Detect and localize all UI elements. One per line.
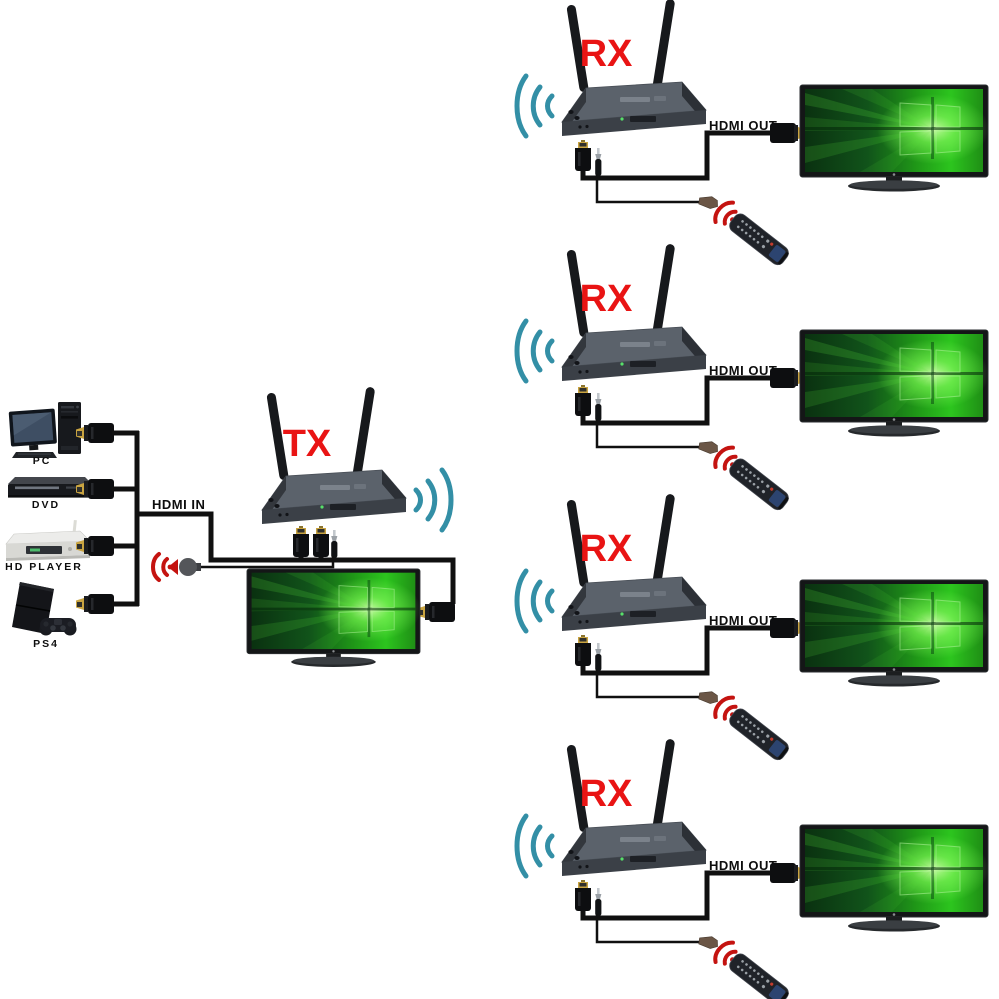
audio-jack-icon xyxy=(595,393,602,421)
desktop-pc-icon xyxy=(8,402,82,458)
ir-receiver-icon xyxy=(698,194,720,210)
audio-jack-icon xyxy=(595,643,602,671)
rx-label: RX xyxy=(580,773,633,815)
source-label-pc: PC xyxy=(33,455,52,467)
wifi-waves-icon xyxy=(517,571,552,631)
wifi-waves-icon xyxy=(517,321,552,381)
hdmi-plug-icon xyxy=(313,526,329,557)
hdmi-input-bus-cable xyxy=(112,430,140,607)
tv-icon xyxy=(799,329,990,437)
hdmi-out-cable xyxy=(580,130,775,181)
rx-label: RX xyxy=(580,528,633,570)
ir-extender-cable xyxy=(595,419,702,449)
hdmi-out-cable xyxy=(580,625,775,676)
hdmi-out-label: HDMI OUT xyxy=(709,118,777,133)
ir-extender-cable xyxy=(595,174,702,204)
ir-extender-cable xyxy=(595,914,702,944)
wifi-waves-icon xyxy=(416,470,451,530)
rx-label: RX xyxy=(580,33,633,75)
source-label-hd-player: HD PLAYER xyxy=(5,561,83,573)
ir-blaster-stem xyxy=(194,563,201,571)
transmitter-section: HDMI IN TX xyxy=(137,386,456,668)
hdmi-plug-icon xyxy=(417,602,455,622)
hdmi-plug-icon xyxy=(76,423,114,443)
tv-icon xyxy=(799,84,990,192)
ir-receiver-icon xyxy=(698,439,720,455)
hdmi-plug-icon xyxy=(575,385,591,416)
remote-control-icon xyxy=(726,705,792,764)
hdmi-out-label: HDMI OUT xyxy=(709,363,777,378)
hdmi-plug-icon xyxy=(76,594,114,614)
hdmi-in-label: HDMI IN xyxy=(152,497,205,512)
receiver-unit: RX HDMI OUT xyxy=(517,493,990,764)
audio-jack-icon xyxy=(595,148,602,176)
hdmi-plug-icon xyxy=(575,880,591,911)
remote-control-icon xyxy=(726,210,792,269)
wifi-waves-icon xyxy=(517,76,552,136)
tx-label: TX xyxy=(283,423,332,465)
ps4-console-icon xyxy=(11,581,78,637)
remote-control-icon xyxy=(726,950,792,999)
hdmi-out-label: HDMI OUT xyxy=(709,858,777,873)
hdmi-plug-icon xyxy=(293,526,309,557)
hd-player-icon xyxy=(5,519,91,562)
ir-signal-icon xyxy=(151,552,180,582)
remote-control-icon xyxy=(726,455,792,514)
tv-icon xyxy=(799,824,990,932)
source-label-dvd: DVD xyxy=(32,499,60,511)
ir-blaster-cable xyxy=(197,556,335,569)
hdmi-out-cable xyxy=(580,375,775,426)
ir-receiver-icon xyxy=(698,934,720,950)
hdmi-out-cable xyxy=(580,870,775,921)
receiver-unit: RX HDMI OUT xyxy=(517,738,990,999)
source-devices: PC DVD HD PLAYER PS4 xyxy=(5,402,140,650)
ir-blaster-icon xyxy=(179,558,197,576)
hdmi-plug-icon xyxy=(575,635,591,666)
hdmi-out-label: HDMI OUT xyxy=(709,613,777,628)
source-label-ps4: PS4 xyxy=(33,638,59,650)
hdmi-in-cable xyxy=(137,511,456,604)
audio-jack-icon xyxy=(331,530,338,558)
wifi-waves-icon xyxy=(517,816,552,876)
ir-extender-cable xyxy=(595,669,702,699)
hdmi-plug-icon xyxy=(575,140,591,171)
receiver-unit: RX HDMI OUT xyxy=(517,243,990,514)
receiver-unit: RX HDMI OUT xyxy=(517,0,990,269)
tv-icon xyxy=(799,579,990,687)
tv-icon xyxy=(246,568,422,668)
rx-label: RX xyxy=(580,278,633,320)
audio-jack-icon xyxy=(595,888,602,916)
ir-receiver-icon xyxy=(698,689,720,705)
